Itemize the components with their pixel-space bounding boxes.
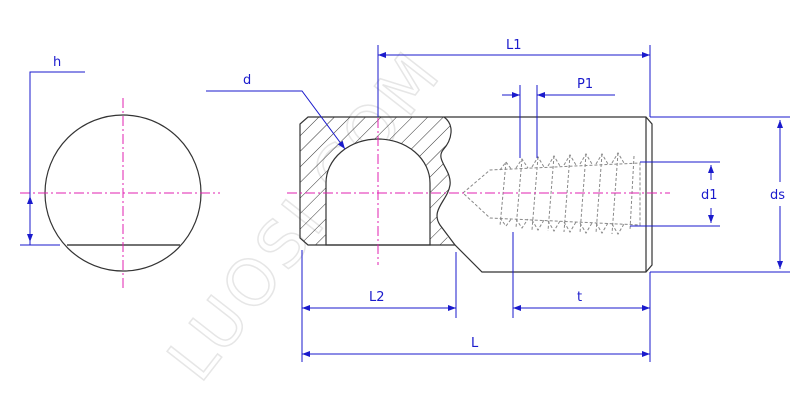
label-P1: P1 [577, 77, 593, 92]
label-L1: L1 [506, 38, 522, 53]
h-leader [29, 71, 85, 245]
side-section-view: d L1 P1 d1 ds L2 t L [206, 38, 790, 362]
label-d: d [243, 73, 251, 88]
label-h: h [53, 55, 61, 70]
label-t: t [577, 290, 582, 305]
d-leader [206, 90, 346, 150]
break-line [436, 116, 456, 246]
end-view: h [20, 55, 220, 288]
label-L: L [471, 336, 479, 351]
label-ds: ds [770, 188, 785, 203]
label-L2: L2 [369, 290, 385, 305]
label-d1: d1 [701, 188, 718, 203]
body-outline [299, 116, 653, 273]
